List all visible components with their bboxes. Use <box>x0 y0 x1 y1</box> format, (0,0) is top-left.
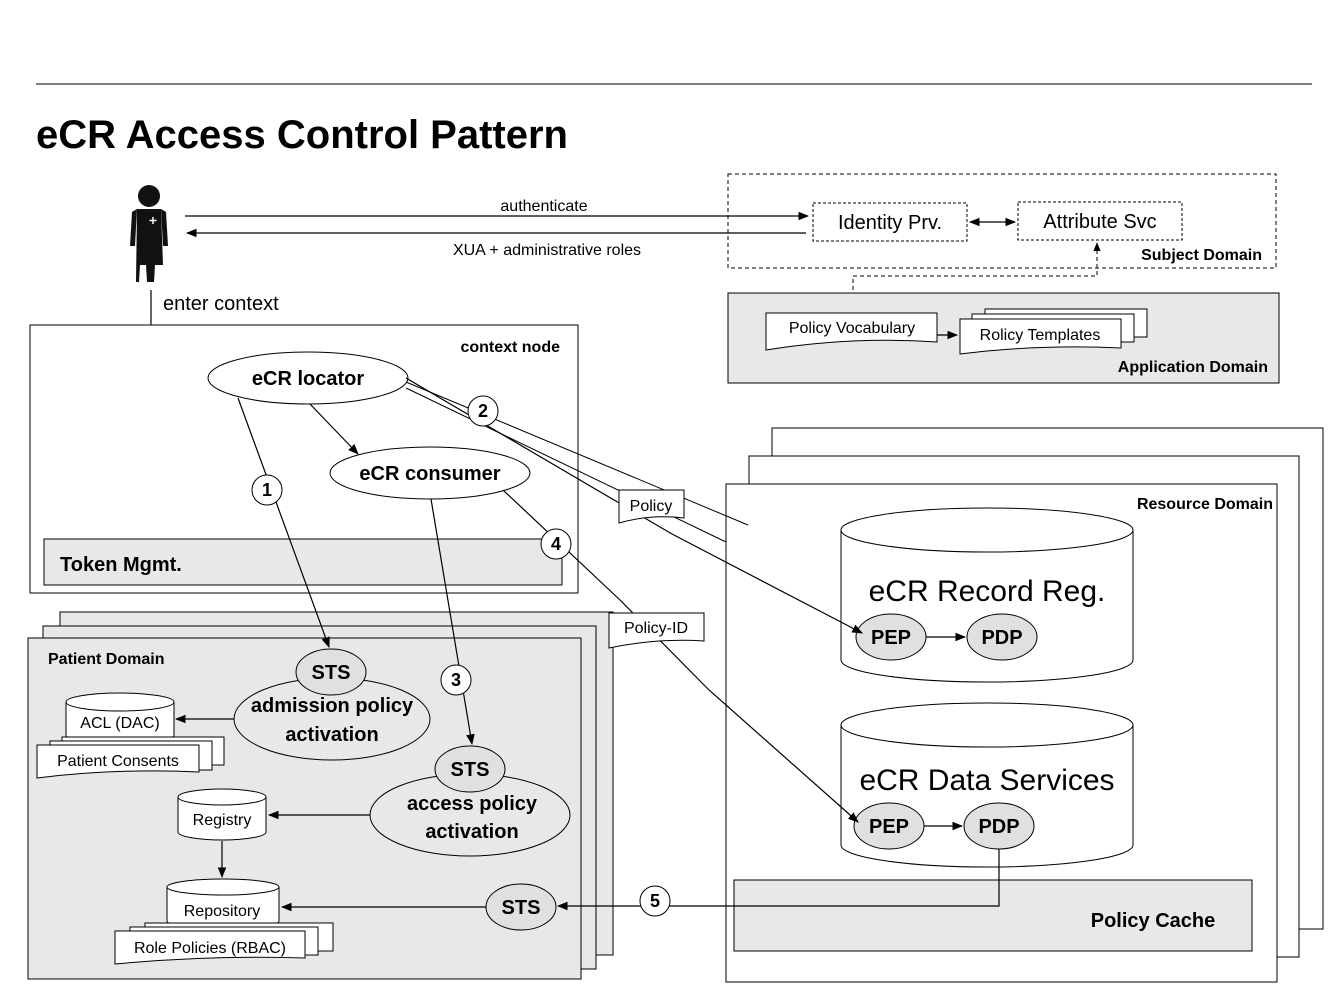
registry-label: Registry <box>193 812 252 829</box>
step-2-marker: 2 <box>467 395 499 427</box>
user-icon <box>130 185 168 282</box>
ecr-consumer-label: eCR consumer <box>359 463 500 485</box>
patient-domain-label: Patient Domain <box>48 651 164 668</box>
xua-label: XUA + administrative roles <box>453 242 641 259</box>
record-registry-label: eCR Record Reg. <box>869 575 1106 608</box>
registry-cylinder <box>177 788 267 841</box>
policy-doc <box>618 489 685 524</box>
data-pdp-label: PDP <box>978 816 1019 838</box>
resource-domain-label: Resource Domain <box>1137 496 1273 513</box>
subject-domain-label: Subject Domain <box>1141 247 1262 264</box>
access-sts-label: STS <box>451 759 490 781</box>
access-line2: activation <box>425 821 518 843</box>
admission-line1: admission policy <box>251 695 414 717</box>
identity-provider-box <box>812 202 968 242</box>
policy-templates-stack <box>959 308 1148 355</box>
repository-sts-label: STS <box>502 897 541 919</box>
flow-5-line <box>556 849 1000 911</box>
step-1-marker: 1 <box>251 474 283 506</box>
record-pdp-node[interactable] <box>966 613 1038 661</box>
step-5-marker: 5 <box>639 885 671 917</box>
patient-consents-label: Patient Consents <box>57 753 179 770</box>
patient-consents-stack <box>36 736 225 779</box>
attribute-service-label: Attribute Svc <box>1043 211 1156 233</box>
step-4-marker: 4 <box>540 528 572 560</box>
policy-id-doc-label: Policy-ID <box>624 620 688 637</box>
application-domain-label: Application Domain <box>1118 359 1268 376</box>
svg-text:4: 4 <box>551 534 561 554</box>
context-node-label: context node <box>460 339 560 356</box>
policy-id-doc <box>608 612 705 649</box>
flow-1-line <box>237 397 330 649</box>
svg-text:3: 3 <box>451 670 461 690</box>
repository-label: Repository <box>184 903 260 920</box>
admission-sts-node[interactable] <box>295 648 367 696</box>
role-policies-stack <box>114 922 334 965</box>
access-sts-node[interactable] <box>434 745 506 793</box>
svg-text:5: 5 <box>650 891 660 911</box>
role-policies-label: Role Policies (RBAC) <box>134 940 286 957</box>
flow-2-line-a <box>405 381 749 526</box>
page-title: eCR Access Control Pattern <box>36 113 568 157</box>
record-pep-label: PEP <box>871 627 911 649</box>
enter-context-label: enter context <box>163 293 279 315</box>
data-pep-label: PEP <box>869 816 909 838</box>
policy-templates-label: Rolicy Templates <box>980 327 1101 344</box>
ecr-consumer-node[interactable] <box>329 446 531 500</box>
svg-text:1: 1 <box>262 480 272 500</box>
identity-provider-label: Identity Prv. <box>838 212 942 234</box>
attribute-service-box <box>1017 201 1183 241</box>
locator-consumer-arrow <box>309 403 359 455</box>
acl-label: ACL (DAC) <box>80 715 159 732</box>
acl-cylinder <box>65 692 175 745</box>
data-services-label: eCR Data Services <box>859 764 1114 797</box>
policy-cache-label: Policy Cache <box>1091 910 1216 932</box>
authenticate-label: authenticate <box>500 198 587 215</box>
flow-3-line <box>430 498 475 746</box>
access-line1: access policy <box>407 793 538 815</box>
policy-vocabulary-doc <box>765 312 938 351</box>
step-3-marker: 3 <box>440 664 472 696</box>
subject-domain-box <box>727 173 1277 269</box>
ecr-locator-node[interactable] <box>207 351 409 405</box>
admission-line2: activation <box>285 724 378 746</box>
policy-vocabulary-label: Policy Vocabulary <box>789 320 915 337</box>
token-mgmt-label: Token Mgmt. <box>60 554 182 576</box>
admission-sts-label: STS <box>312 662 351 684</box>
record-pdp-label: PDP <box>981 627 1022 649</box>
ecr-locator-label: eCR locator <box>252 368 364 390</box>
policy-cache-box <box>733 879 1253 952</box>
flow-2-line <box>405 377 863 634</box>
policy-doc-label: Policy <box>630 498 673 515</box>
svg-text:2: 2 <box>478 401 488 421</box>
